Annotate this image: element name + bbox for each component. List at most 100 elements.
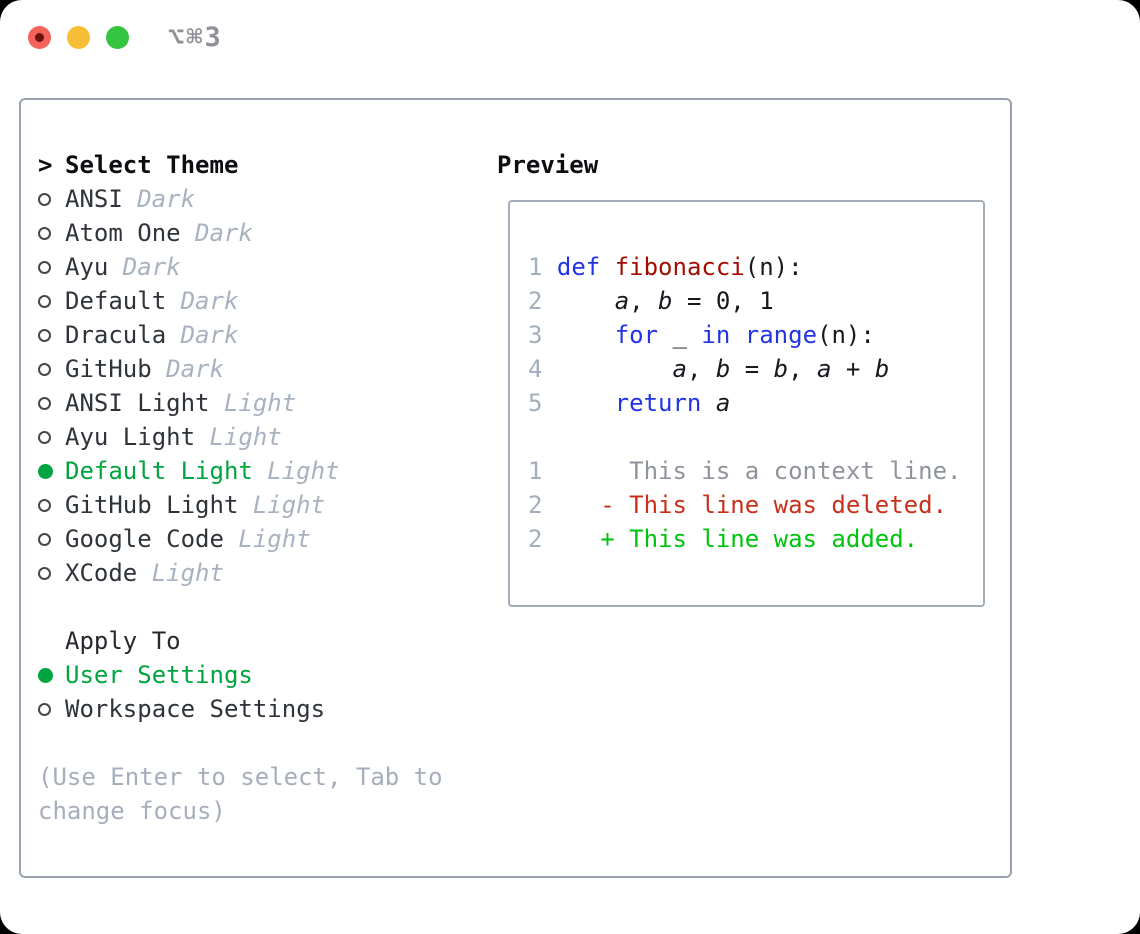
- code-token: [701, 389, 715, 417]
- close-button-dot-icon: [35, 33, 44, 42]
- diff-line-added: 2 + This line was added.: [528, 522, 983, 556]
- line-number: 1: [528, 253, 543, 281]
- code-token: ,: [629, 287, 659, 315]
- code-token: a: [817, 355, 832, 383]
- radio-unselected-icon: [38, 362, 51, 376]
- theme-option-github[interactable]: GitHub Dark: [38, 352, 443, 386]
- diff-text: This is a context line.: [556, 457, 962, 485]
- radio-column: [38, 192, 65, 206]
- radio-column: [38, 566, 65, 580]
- apply-option-user-settings[interactable]: User Settings: [38, 658, 443, 692]
- radio-column: [38, 226, 65, 240]
- radio-column: [38, 498, 65, 512]
- code-line: 4 a, b = b, a + b: [528, 352, 983, 386]
- section-gap: [38, 590, 443, 624]
- theme-option-xcode[interactable]: XCode Light: [38, 556, 443, 590]
- radio-unselected-icon: [38, 396, 51, 410]
- radio-unselected-icon: [38, 532, 51, 546]
- code-token: [600, 253, 614, 281]
- select-theme-header-label: Select Theme: [65, 151, 239, 179]
- code-token: a: [672, 355, 687, 383]
- select-theme-header: >Select Theme: [38, 148, 443, 182]
- zoom-button[interactable]: [106, 26, 129, 49]
- line-number: 2: [528, 491, 543, 519]
- code-token: b: [874, 355, 890, 383]
- code-token: a: [614, 287, 630, 315]
- section-gap: [38, 726, 443, 760]
- theme-name-label: XCode: [65, 559, 138, 587]
- theme-variant-label: Light: [238, 525, 311, 553]
- line-number: 2: [528, 287, 543, 315]
- code-token: b: [658, 287, 673, 315]
- code-token: b: [715, 355, 731, 383]
- apply-option-label: Workspace Settings: [65, 695, 326, 723]
- theme-name-label: Ayu Light: [65, 423, 196, 451]
- preview-header-label: Preview: [497, 151, 599, 179]
- line-number: 2: [528, 525, 543, 553]
- radio-unselected-icon: [38, 294, 51, 308]
- apply-to-header-label: Apply To: [65, 627, 181, 655]
- code-token: [557, 355, 673, 383]
- line-number: 4: [528, 355, 543, 383]
- code-token: for: [614, 321, 659, 349]
- code-token: +: [831, 355, 875, 383]
- code-token: = 0, 1: [672, 287, 774, 315]
- diff-text: - This line was deleted.: [556, 491, 948, 519]
- radio-selected-icon: [38, 463, 53, 479]
- minimize-button[interactable]: [67, 26, 90, 49]
- radio-unselected-icon: [38, 260, 51, 274]
- line-number: 1: [528, 457, 543, 485]
- diff-line-deleted: 2 - This line was deleted.: [528, 488, 983, 522]
- radio-unselected-icon: [38, 430, 51, 444]
- preview-header: Preview: [497, 148, 598, 182]
- theme-name-label: Default: [65, 287, 167, 315]
- code-token: a: [715, 389, 731, 417]
- diff-line-context: 1 This is a context line.: [528, 454, 983, 488]
- theme-variant-label: Dark: [166, 355, 224, 383]
- code-line: 5 return a: [528, 386, 983, 420]
- apply-option-workspace-settings[interactable]: Workspace Settings: [38, 692, 443, 726]
- preview-blank-line: [528, 420, 983, 454]
- code-token: return: [614, 389, 702, 417]
- code-token: fibonacci: [614, 253, 745, 281]
- theme-name-label: Ayu: [65, 253, 109, 281]
- radio-unselected-icon: [38, 226, 51, 240]
- theme-option-ayu-light[interactable]: Ayu Light Light: [38, 420, 443, 454]
- theme-variant-label: Dark: [122, 253, 181, 281]
- code-token: range: [744, 321, 818, 349]
- code-line: 3 for _ in range(n):: [528, 318, 983, 352]
- radio-unselected-icon: [38, 498, 51, 512]
- theme-variant-label: Light: [151, 559, 224, 587]
- radio-column: [38, 396, 65, 410]
- apply-to-header: Apply To: [38, 624, 443, 658]
- code-token: def: [556, 253, 601, 281]
- theme-option-ayu[interactable]: Ayu Dark: [38, 250, 443, 284]
- code-token: b: [773, 355, 789, 383]
- theme-variant-label: Light: [209, 423, 282, 451]
- code-token: _: [658, 321, 702, 349]
- theme-name-label: GitHub: [65, 355, 152, 383]
- radio-column: [38, 463, 65, 479]
- code-token: ,: [788, 355, 818, 383]
- apply-option-label: User Settings: [65, 661, 253, 689]
- radio-column: [38, 362, 65, 376]
- line-number: 5: [528, 389, 543, 417]
- line-number: 3: [528, 321, 543, 349]
- close-button[interactable]: [28, 26, 51, 49]
- theme-variant-label: Light: [267, 457, 340, 485]
